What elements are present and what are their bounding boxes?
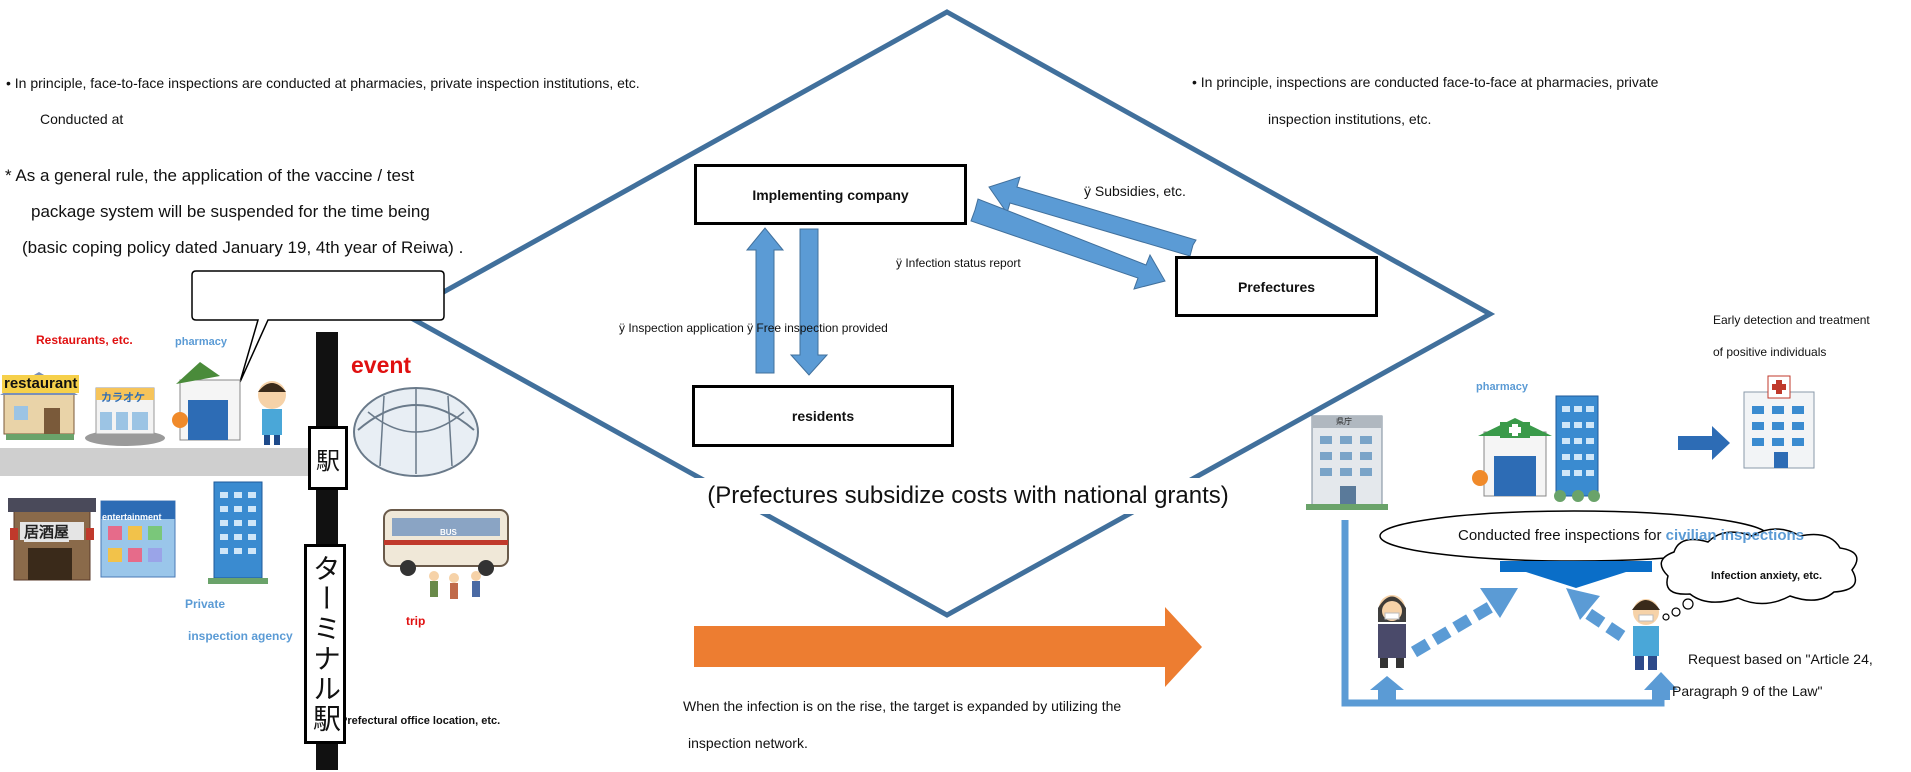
civilian-inspections-highlight: civilian inspections — [1665, 527, 1805, 544]
free-inspection-arrow — [789, 228, 829, 376]
down-arrow — [1500, 561, 1652, 588]
subsidies-arrow — [988, 176, 1197, 257]
dashed-arrow-right — [1582, 607, 1626, 641]
bottom-text-line2: inspection network. — [688, 735, 808, 751]
anxiety-thought-cloud — [1660, 528, 1858, 621]
request-line1: Request based on "Article 24, — [1688, 651, 1873, 667]
event-dome-illustration — [353, 387, 479, 477]
inspection-agency-illustration — [208, 481, 268, 584]
subsidies-label: ÿ Subsidies, etc. — [1084, 183, 1186, 199]
infection-report-label: ÿ Infection status report — [896, 256, 1021, 270]
diamond-outline — [398, 9, 1496, 618]
station-small-sign: 駅 — [308, 426, 348, 490]
infection-report-arrow — [970, 198, 1166, 290]
anxiety-label: Infection anxiety, etc. — [1711, 570, 1823, 582]
bottom-text-line1: When the infection is on the rise, the t… — [683, 698, 1122, 714]
restaurant-sign: restaurant — [2, 375, 80, 393]
prefectures-box: Prefectures — [1175, 256, 1378, 317]
bracket-arrow-up-right — [1644, 672, 1678, 700]
event-label: event — [351, 352, 412, 378]
street-ground — [0, 448, 310, 476]
izakaya-sign: 居酒屋 — [24, 524, 70, 542]
entertainment-sign: entertainment — [102, 512, 162, 522]
private-label-line1: Private — [185, 597, 226, 611]
conducted-inspections-text: Conducted free inspections for civilian … — [1458, 527, 1804, 545]
left-bullet-line2: Conducted at — [40, 111, 124, 127]
bracket-arrow-up-left — [1370, 676, 1404, 703]
orange-expansion-arrow — [694, 607, 1202, 687]
residents-box: residents — [692, 385, 954, 447]
terminal-station-sign: ターミナル駅 — [304, 544, 346, 744]
office-location-label: Prefectural office location, etc. — [340, 715, 501, 727]
left-note-line2: package system will be suspended for the… — [31, 202, 430, 221]
bus-sign: BUS — [440, 528, 457, 537]
izakaya-illustration — [8, 498, 96, 581]
private-label-line2: inspection agency — [188, 629, 293, 643]
pharmacy-right-label: pharmacy — [1476, 381, 1528, 393]
right-bullet-line1: • In principle, inspections are conducte… — [1192, 74, 1659, 90]
pharmacy-right-illustration — [1472, 418, 1552, 497]
early-detection-line2: of positive individuals — [1713, 345, 1827, 359]
grants-caption: (Prefectures subsidize costs with nation… — [668, 478, 1268, 514]
pharmacy-left-illustration — [172, 362, 286, 445]
conducted-prefix: Conducted free inspections for — [1458, 527, 1662, 544]
woman-illustration — [1378, 595, 1406, 668]
trip-bus-illustration — [383, 509, 509, 599]
request-line2: Paragraph 9 of the Law" — [1672, 683, 1823, 699]
pharmacy-left-label: pharmacy — [175, 336, 227, 348]
restaurants-label: Restaurants, etc. — [36, 333, 133, 347]
early-detection-arrow — [1678, 426, 1730, 460]
karaoke-illustration — [85, 387, 165, 446]
hospital-illustration — [1743, 375, 1815, 469]
dashed-arrow-left — [1410, 600, 1496, 658]
inspection-agency-right-illustration — [1554, 395, 1600, 502]
left-note-line1: * As a general rule, the application of … — [5, 166, 415, 185]
karaoke-sign: カラオケ — [101, 392, 145, 404]
trip-label: trip — [406, 614, 426, 628]
prefectural-office-illustration — [1306, 415, 1388, 510]
left-bullet-line1: • In principle, face-to-face inspections… — [6, 75, 640, 91]
inspection-application-arrow — [745, 227, 785, 374]
right-bullet-line2: inspection institutions, etc. — [1268, 111, 1432, 127]
entertainment-illustration — [100, 500, 176, 578]
prefectural-office-sign: 県庁 — [1336, 417, 1352, 426]
boy-illustration — [1632, 599, 1660, 670]
inspection-application-label: ÿ Inspection application ÿ Free inspecti… — [619, 321, 888, 335]
left-note-line3: (basic coping policy dated January 19, 4… — [22, 238, 464, 257]
early-detection-line1: Early detection and treatment — [1713, 313, 1870, 327]
speech-bubble — [191, 270, 445, 383]
implementing-company-box: Implementing company — [694, 164, 967, 225]
